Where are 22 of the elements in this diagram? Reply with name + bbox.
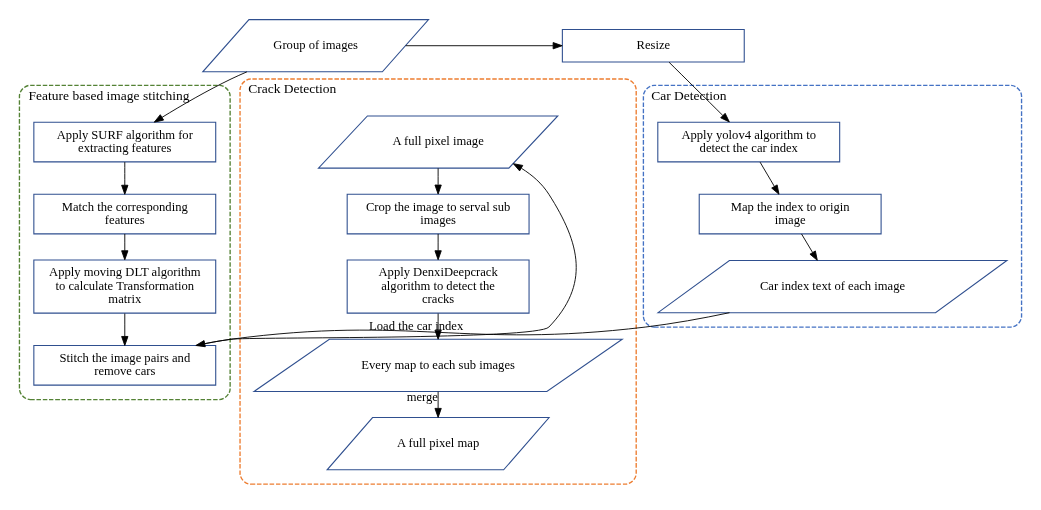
- edge-label: Load the car index: [369, 318, 464, 333]
- node-box: Apply yolov4 algorithm to detect the car index: [657, 121, 841, 162]
- node-box: Apply SURF algorithm for extracting features: [33, 121, 217, 162]
- arrow: [434, 167, 442, 194]
- node-box: Crop the image to serval sub images: [346, 193, 530, 234]
- arrow: [434, 312, 442, 340]
- arrow: [121, 233, 129, 260]
- arrow: [195, 162, 577, 346]
- arrow: [434, 233, 442, 260]
- node-box: Resize: [561, 28, 745, 62]
- arrow: [434, 390, 442, 418]
- edge-label: merge: [406, 389, 438, 404]
- arrow: [121, 312, 129, 346]
- arrow: [759, 161, 780, 195]
- arrow: [121, 161, 129, 195]
- node-box: Apply DenxiDeepcrack algorithm to detect the cracks: [346, 258, 530, 314]
- node-box: Match the corresponding features: [33, 193, 217, 234]
- arrow: [801, 233, 818, 261]
- node-box: Map the index to origin image: [698, 193, 882, 234]
- node-box: Stitch the image pairs and remove cars: [33, 344, 217, 386]
- arrow: [405, 41, 563, 49]
- node-box: Apply moving DLT algorithm to calculate Transformation matrix: [33, 258, 217, 314]
